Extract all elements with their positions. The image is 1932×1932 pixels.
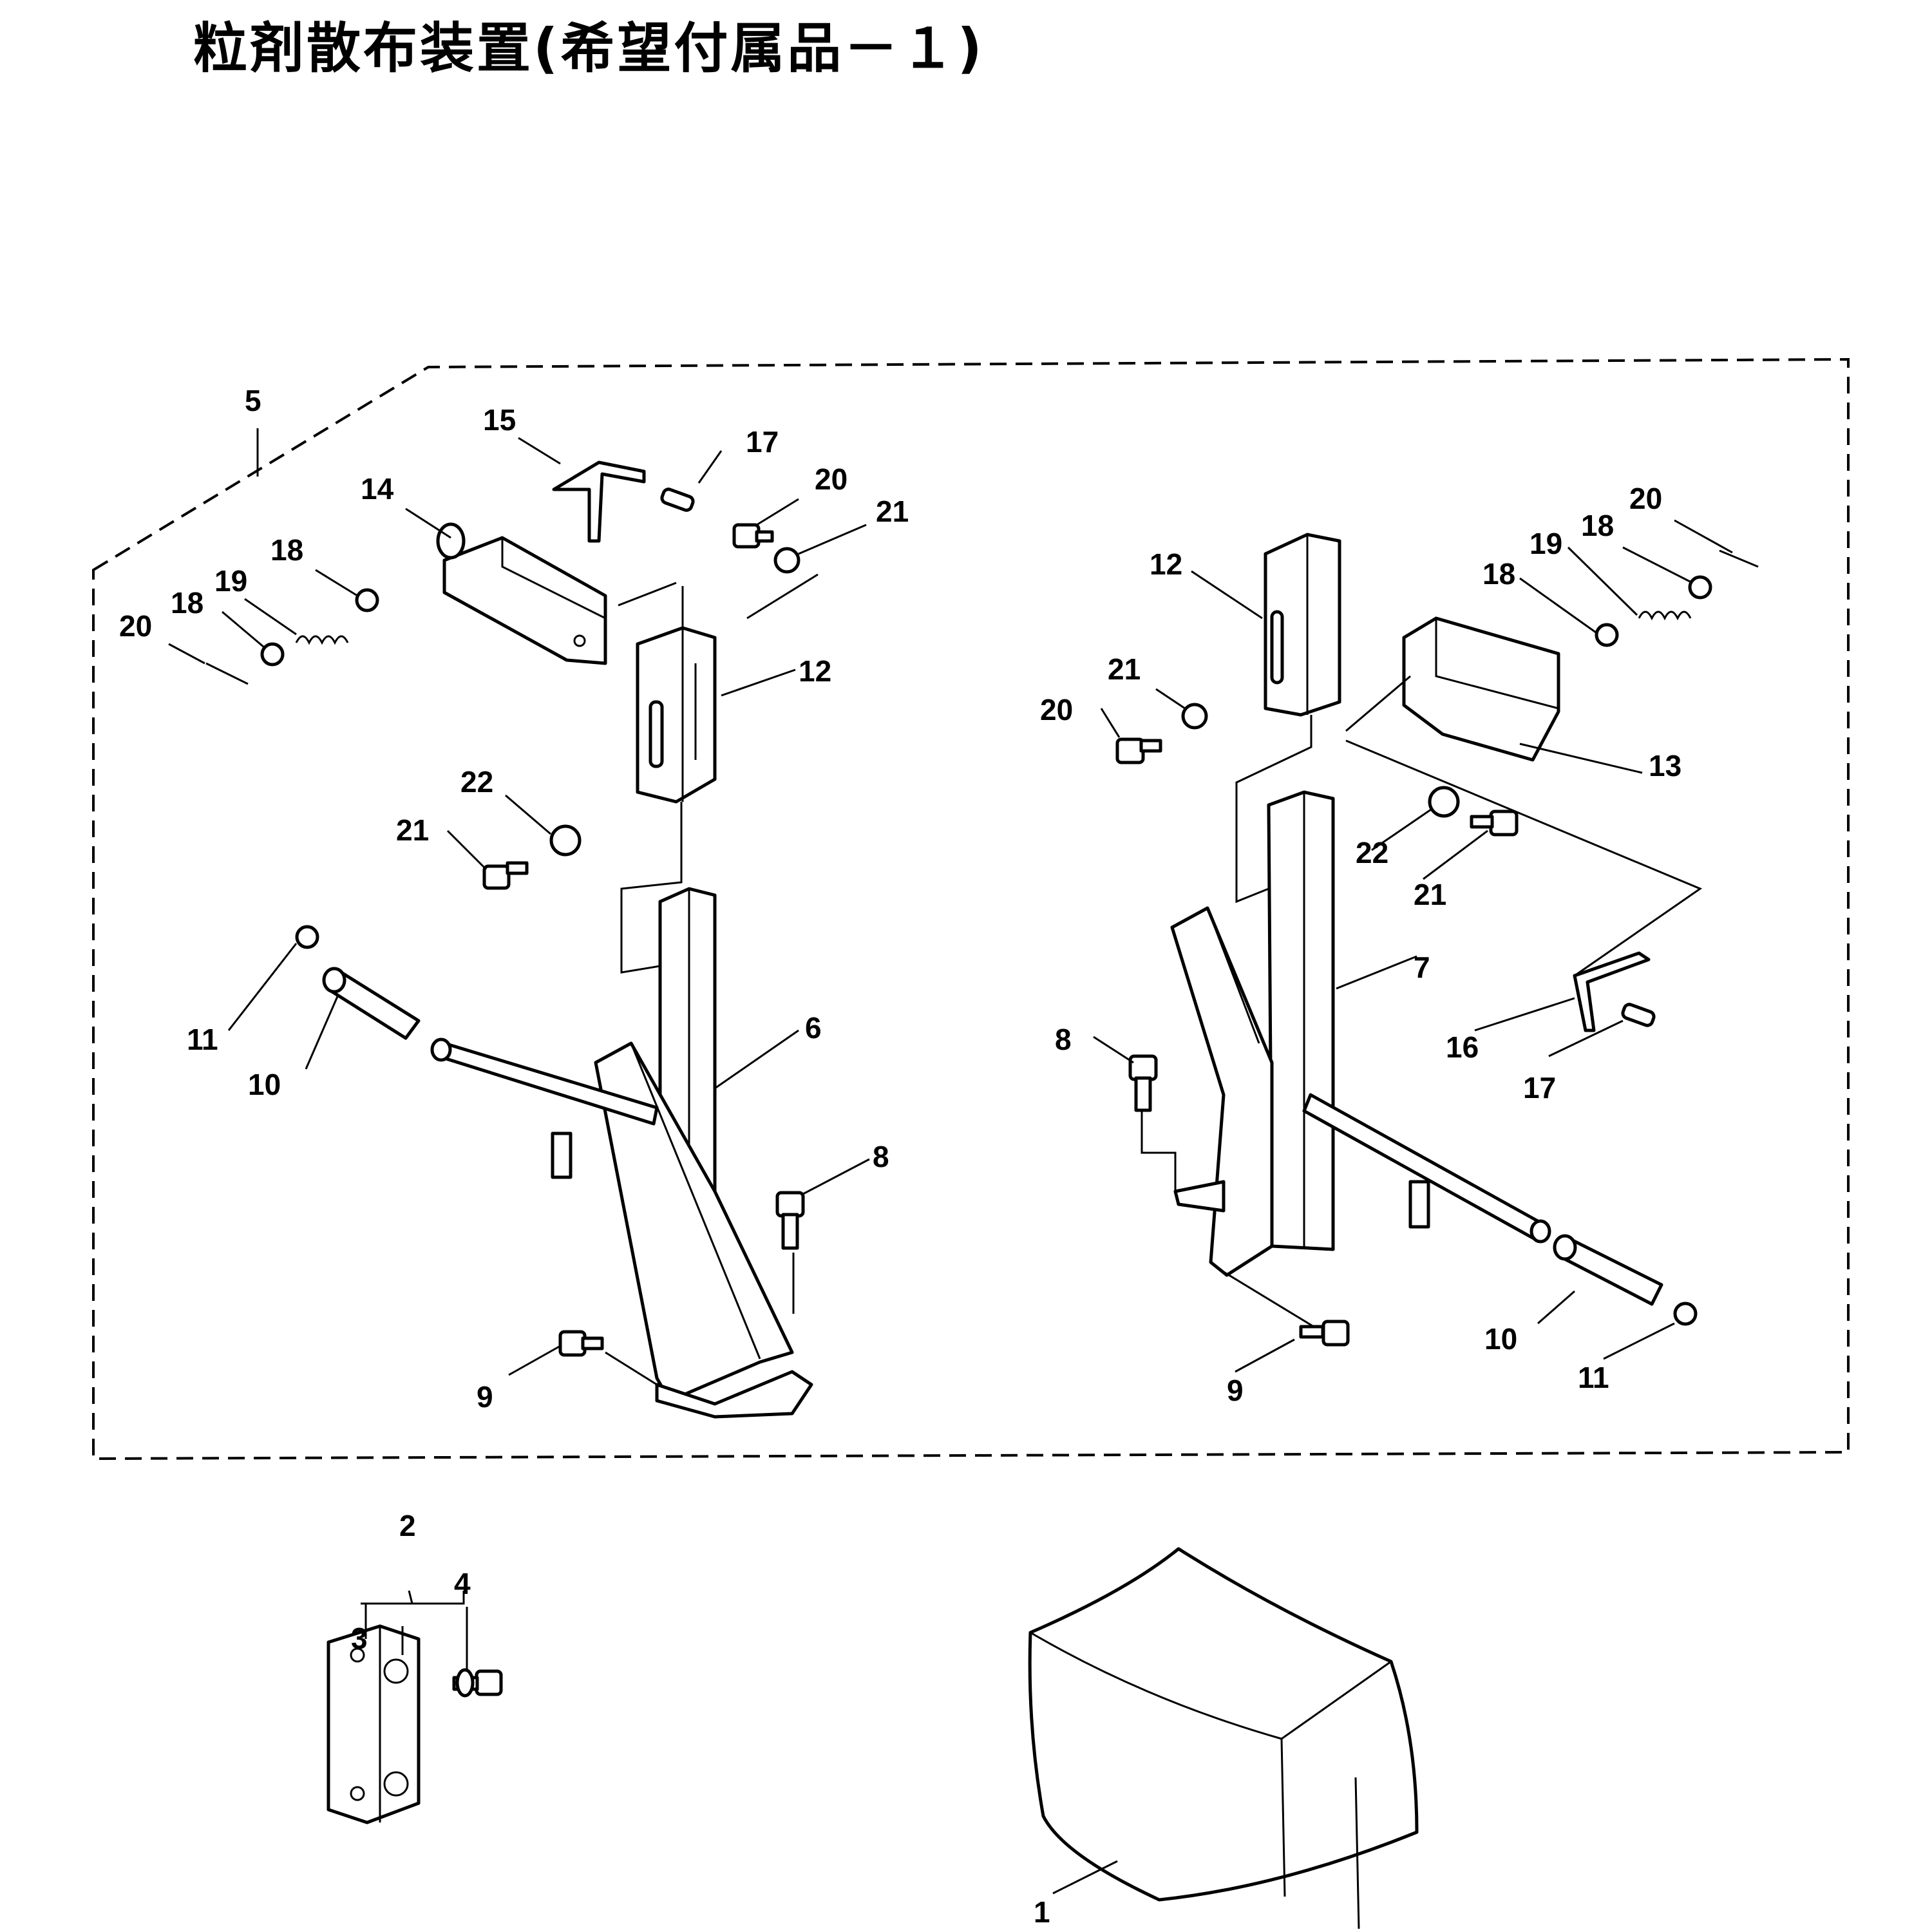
label-18: 18 (1581, 509, 1614, 542)
part-18-washer-c (1595, 623, 1619, 647)
assembly-5-boundary (92, 357, 1850, 1461)
label-17: 17 (1523, 1071, 1556, 1104)
part-19-spring-b (1638, 611, 1692, 621)
part-20-cotter-pin-b (1719, 549, 1759, 568)
label-16: 16 (1446, 1030, 1479, 1064)
label-14: 14 (361, 472, 394, 506)
part-21-bolt-b (1470, 810, 1519, 837)
part-16-pin (1573, 951, 1651, 1032)
label-18: 18 (270, 533, 303, 567)
part-21-bolt (482, 861, 529, 890)
label-22: 22 (460, 765, 493, 799)
label-21: 21 (1108, 652, 1141, 686)
part-20-bolt (732, 523, 774, 549)
part-11-nut-b (1673, 1302, 1698, 1326)
part-4-bolt (452, 1668, 503, 1698)
label-9: 9 (1227, 1374, 1244, 1407)
part-9-bolt (558, 1330, 604, 1357)
label-18: 18 (1482, 557, 1515, 591)
label-21: 21 (876, 495, 909, 528)
label-leaders (168, 428, 1733, 1895)
left-bracket-assembly (205, 460, 819, 1419)
part-10-grip-b (1553, 1234, 1663, 1306)
label-20: 20 (1040, 693, 1073, 726)
part-12-channel (636, 626, 717, 804)
label-11: 11 (187, 1023, 218, 1056)
label-2: 2 (399, 1509, 416, 1542)
label-8: 8 (1055, 1023, 1072, 1056)
part-8-bolt-b (1128, 1054, 1158, 1112)
part-7-frame (1170, 790, 1551, 1277)
part-22-washer (549, 824, 582, 857)
page-title: 粒剤散布装置(希望付属品－１) (193, 17, 985, 80)
part-18-washer-b (260, 642, 285, 667)
part-22-washer-b (1428, 786, 1460, 818)
part-20-bolt-b (1115, 737, 1162, 764)
label-11: 11 (1578, 1361, 1609, 1394)
part-1-cover (1028, 1547, 1419, 1929)
part-12-channel-b (1264, 533, 1341, 717)
part-3-plate-assembly (327, 1624, 421, 1824)
part-20-cotter-pin (205, 662, 249, 685)
label-12: 12 (1150, 547, 1182, 581)
label-4: 4 (454, 1567, 471, 1600)
part-18-washer (355, 588, 379, 612)
label-20: 20 (815, 462, 848, 496)
label-21: 21 (396, 813, 429, 847)
label-10: 10 (1484, 1322, 1517, 1356)
label-7: 7 (1414, 951, 1430, 984)
label-15: 15 (483, 403, 516, 437)
right-bracket-assembly (1115, 533, 1759, 1347)
part-13-clamp (1402, 616, 1560, 762)
part-15-pin (552, 460, 646, 543)
part-21-washer-b (1181, 703, 1208, 730)
part-18-washer-d (1688, 575, 1712, 600)
part-11-nut (295, 925, 319, 949)
label-19: 19 (214, 564, 247, 598)
label-10: 10 (248, 1068, 281, 1101)
label-1: 1 (1034, 1895, 1050, 1929)
label-6: 6 (805, 1011, 822, 1045)
part-19-spring (295, 635, 349, 645)
part-8-bolt (775, 1191, 805, 1250)
part-9-bolt-b (1299, 1320, 1350, 1347)
label-22: 22 (1356, 836, 1388, 869)
part-21-washer (773, 547, 800, 574)
label-8: 8 (873, 1140, 889, 1173)
label-19: 19 (1530, 527, 1562, 560)
part-17-pin-b (1621, 1003, 1656, 1027)
part-6-frame (430, 887, 813, 1419)
label-20: 20 (119, 609, 152, 643)
label-13: 13 (1649, 749, 1681, 782)
label-20: 20 (1629, 482, 1662, 515)
part-14-clamp (436, 522, 607, 665)
part-10-grip (322, 967, 421, 1040)
part-17-pin (660, 488, 695, 512)
label-9: 9 (477, 1380, 493, 1414)
label-21: 21 (1414, 878, 1446, 911)
label-12: 12 (799, 654, 831, 688)
label-3: 3 (351, 1622, 368, 1655)
label-17: 17 (746, 425, 779, 459)
part-number-labels: 5 15 17 20 21 14 18 19 18 20 12 22 21 11… (119, 384, 1681, 1929)
label-18: 18 (171, 586, 204, 620)
label-5: 5 (245, 384, 261, 417)
